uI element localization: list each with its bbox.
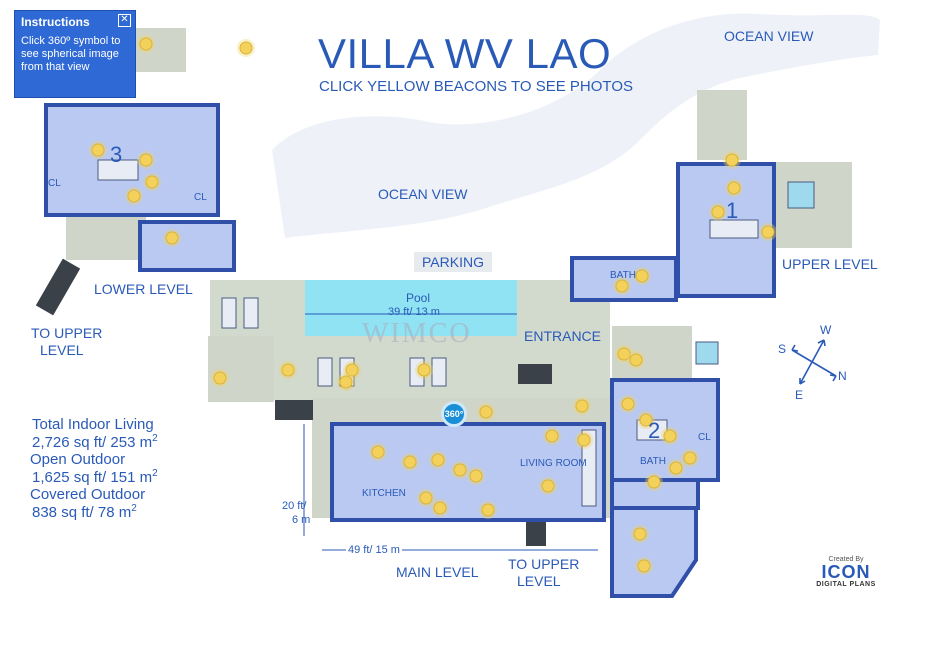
photo-beacon[interactable] bbox=[543, 427, 561, 445]
height-dimension-line1: 20 ft/ bbox=[282, 500, 307, 512]
compass-north: N bbox=[838, 369, 847, 383]
photo-beacon[interactable] bbox=[137, 35, 155, 53]
photo-beacon[interactable] bbox=[451, 461, 469, 479]
spherical-360-button[interactable]: 360° bbox=[441, 401, 467, 427]
photo-beacon[interactable] bbox=[401, 453, 419, 471]
photo-beacon[interactable] bbox=[619, 395, 637, 413]
area-stat-value: 1,625 sq ft/ 151 m2 bbox=[32, 468, 158, 486]
photo-beacon[interactable] bbox=[211, 369, 229, 387]
lower-bath-room bbox=[138, 220, 236, 272]
to-upper-level-main-line2: LEVEL bbox=[517, 573, 561, 589]
photo-beacon[interactable] bbox=[369, 443, 387, 461]
bedroom-2-number: 2 bbox=[648, 418, 661, 443]
photo-beacon[interactable] bbox=[137, 151, 155, 169]
compass-west: W bbox=[820, 323, 832, 337]
ocean-view-label-top: OCEAN VIEW bbox=[724, 28, 814, 44]
entrance-label: ENTRANCE bbox=[524, 328, 602, 344]
closet-label-b: CL bbox=[194, 192, 207, 203]
area-stat-value: 838 sq ft/ 78 m2 bbox=[32, 503, 137, 521]
photo-beacon[interactable] bbox=[479, 501, 497, 519]
bedroom-1-number: 1 bbox=[726, 198, 739, 223]
photo-beacon[interactable] bbox=[667, 459, 685, 477]
photo-beacon[interactable] bbox=[343, 361, 361, 379]
instructions-heading: Instructions bbox=[21, 15, 90, 29]
photo-beacon[interactable] bbox=[635, 557, 653, 575]
photo-beacon[interactable] bbox=[627, 351, 645, 369]
photo-beacon[interactable] bbox=[615, 345, 633, 363]
instructions-panel: Instructions Click 360º symbol to see sp… bbox=[14, 10, 136, 98]
photo-beacon[interactable] bbox=[431, 499, 449, 517]
instructions-body: Click 360º symbol to see spherical image… bbox=[21, 35, 121, 73]
ocean-view-label-mid: OCEAN VIEW bbox=[378, 186, 468, 202]
photo-beacon[interactable] bbox=[759, 223, 777, 241]
ocean-area bbox=[272, 13, 880, 238]
photo-beacon[interactable] bbox=[163, 229, 181, 247]
photo-beacon[interactable] bbox=[573, 397, 591, 415]
height-dimension-line2: 6 m bbox=[292, 514, 311, 526]
photo-beacon[interactable] bbox=[613, 277, 631, 295]
parking-label: PARKING bbox=[414, 252, 492, 272]
to-upper-level-left-line1: TO UPPER bbox=[31, 325, 103, 341]
closet-label-a: CL bbox=[48, 178, 61, 189]
main-level-label: MAIN LEVEL bbox=[396, 564, 479, 580]
area-stat-label: Total Indoor Living bbox=[32, 416, 154, 433]
main-deck-left bbox=[208, 336, 274, 402]
photo-beacon[interactable] bbox=[337, 373, 355, 391]
width-dimension: 49 ft/ 15 m bbox=[346, 544, 402, 556]
upper-bath-room bbox=[570, 256, 678, 302]
upper-bath-label: BATH bbox=[610, 270, 636, 281]
area-stat-label: Covered Outdoor bbox=[30, 486, 146, 503]
photo-beacon[interactable] bbox=[633, 267, 651, 285]
photo-beacon[interactable] bbox=[661, 427, 679, 445]
upper-terrace bbox=[697, 90, 747, 160]
kitchen-label: KITCHEN bbox=[362, 488, 406, 499]
photo-beacon[interactable] bbox=[575, 431, 593, 449]
photo-beacon[interactable] bbox=[709, 203, 727, 221]
page-title: VILLA WV LAO bbox=[318, 30, 612, 77]
photo-beacon[interactable] bbox=[143, 173, 161, 191]
lower-level-label: LOWER LEVEL bbox=[94, 281, 193, 297]
compass-south: S bbox=[778, 342, 787, 356]
photo-beacon[interactable] bbox=[477, 403, 495, 421]
living-room-label: LIVING ROOM bbox=[520, 458, 587, 469]
photo-beacon[interactable] bbox=[125, 187, 143, 205]
living-room bbox=[330, 422, 606, 522]
photo-beacon[interactable] bbox=[429, 451, 447, 469]
bedroom-3-number: 3 bbox=[110, 142, 123, 167]
photo-beacon[interactable] bbox=[725, 179, 743, 197]
area-stat-label: Open Outdoor bbox=[30, 451, 126, 468]
wimco-watermark: WIMCO bbox=[362, 318, 472, 349]
closet-label-c: CL bbox=[698, 432, 711, 443]
photo-beacon[interactable] bbox=[417, 489, 435, 507]
photo-beacon[interactable] bbox=[237, 39, 255, 57]
photo-beacon[interactable] bbox=[631, 525, 649, 543]
photo-beacon[interactable] bbox=[681, 449, 699, 467]
compass-rose bbox=[791, 339, 837, 385]
photo-beacon[interactable] bbox=[89, 141, 107, 159]
photo-beacon[interactable] bbox=[279, 361, 297, 379]
photo-beacon[interactable] bbox=[539, 477, 557, 495]
upper-level-label: UPPER LEVEL bbox=[782, 256, 878, 272]
page-subtitle: CLICK YELLOW BEACONS TO SEE PHOTOS bbox=[319, 78, 633, 95]
photo-beacon[interactable] bbox=[467, 467, 485, 485]
pool bbox=[305, 280, 517, 336]
pool-label: Pool bbox=[406, 291, 431, 305]
photo-beacon[interactable] bbox=[645, 473, 663, 491]
photo-beacon[interactable] bbox=[415, 361, 433, 379]
photo-beacon[interactable] bbox=[637, 411, 655, 429]
icon-digital-plans-logo: Created By ICON DIGITAL PLANS bbox=[816, 556, 876, 588]
compass-east: E bbox=[795, 388, 804, 402]
to-upper-level-left-line2: LEVEL bbox=[40, 342, 84, 358]
to-upper-level-main-line1: TO UPPER bbox=[508, 556, 580, 572]
area-stat-value: 2,726 sq ft/ 253 m2 bbox=[32, 433, 158, 451]
photo-beacon[interactable] bbox=[723, 151, 741, 169]
close-icon[interactable]: ✕ bbox=[118, 14, 131, 27]
pool-dimension: 39 ft/ 13 m bbox=[388, 306, 440, 318]
bath-2-label: BATH bbox=[640, 456, 666, 467]
